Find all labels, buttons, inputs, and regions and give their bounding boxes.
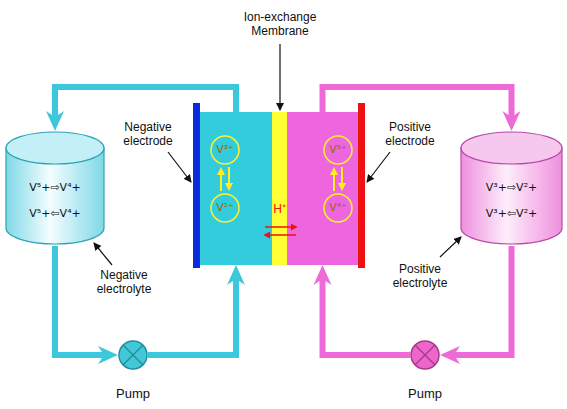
callout-label: Negative electrolyte (82, 268, 166, 296)
callout-text: Positive electrode (385, 120, 434, 148)
proton-transfer-arrows (265, 227, 296, 235)
ion-exchange-membrane: H⁺ (272, 112, 287, 265)
ion-circle: V²⁺ (210, 193, 240, 223)
connector-line (148, 277, 236, 355)
reaction-text: V³+⇨V²+ (460, 175, 563, 201)
electrolyte-pipe (55, 246, 106, 355)
connector-line (220, 172, 222, 191)
callout-label: Positive electrode (370, 120, 450, 148)
leader-arrows (94, 44, 461, 265)
pump-label: Pump (390, 386, 460, 402)
callout-label: Negative electrode (108, 120, 188, 148)
negative-electrode-plate (193, 103, 200, 268)
ion-label: V⁵⁺ (329, 143, 347, 157)
electrolyte-pipe (452, 246, 512, 355)
reaction-text: V⁵+⇨V⁴+ (5, 175, 105, 201)
connector-line (452, 246, 512, 355)
callout-label: Positive electrolyte (378, 262, 462, 290)
pump-symbol (410, 340, 440, 370)
ion-label: V⁴⁺ (329, 201, 347, 215)
ion-circle: V³⁺ (210, 135, 240, 165)
connector-line (333, 172, 335, 191)
connector-line (55, 87, 236, 119)
ion-label: V²⁺ (216, 201, 234, 215)
pump-symbol (118, 340, 148, 370)
ion-label: V³⁺ (216, 143, 234, 157)
reaction-text: V³+⇦V²+ (460, 201, 563, 227)
callout-text: Positive electrolyte (393, 262, 448, 290)
callout-text: Negative electrode (123, 120, 172, 148)
callout-label: Ion-exchange Membrane (225, 10, 335, 38)
positive-electrolyte-tank: V³+⇨V²+V³+⇦V²+ (460, 131, 563, 246)
pump: Pump (118, 340, 148, 370)
ion-circle: V⁴⁺ (323, 193, 353, 223)
electrolyte-pipe (323, 87, 512, 119)
negative-half-cell: V³⁺ V²⁺ (200, 112, 272, 265)
proton-label: H⁺ (272, 202, 287, 216)
ion-circle: V⁵⁺ (323, 135, 353, 165)
connector-line (323, 87, 512, 119)
positive-electrode-plate (358, 103, 365, 268)
half-cells (200, 112, 358, 265)
connector-line (228, 167, 230, 186)
connector-line (341, 167, 343, 186)
electrolyte-pipe (148, 277, 236, 355)
electrolyte-pipe (55, 87, 236, 119)
negative-electrolyte-tank: V⁵+⇨V⁴+V⁵+⇦V⁴+ (5, 131, 105, 246)
reaction-text: V⁵+⇦V⁴+ (5, 201, 105, 227)
pump-label: Pump (98, 386, 168, 402)
redox-arrow (334, 167, 342, 191)
pump: Pump (410, 340, 440, 370)
callout-text: Negative electrolyte (97, 268, 152, 296)
connector-line (55, 246, 106, 355)
redox-arrow (221, 167, 229, 191)
positive-half-cell: V⁵⁺ V⁴⁺ (287, 112, 358, 265)
callout-text: Ion-exchange Membrane (244, 10, 317, 38)
